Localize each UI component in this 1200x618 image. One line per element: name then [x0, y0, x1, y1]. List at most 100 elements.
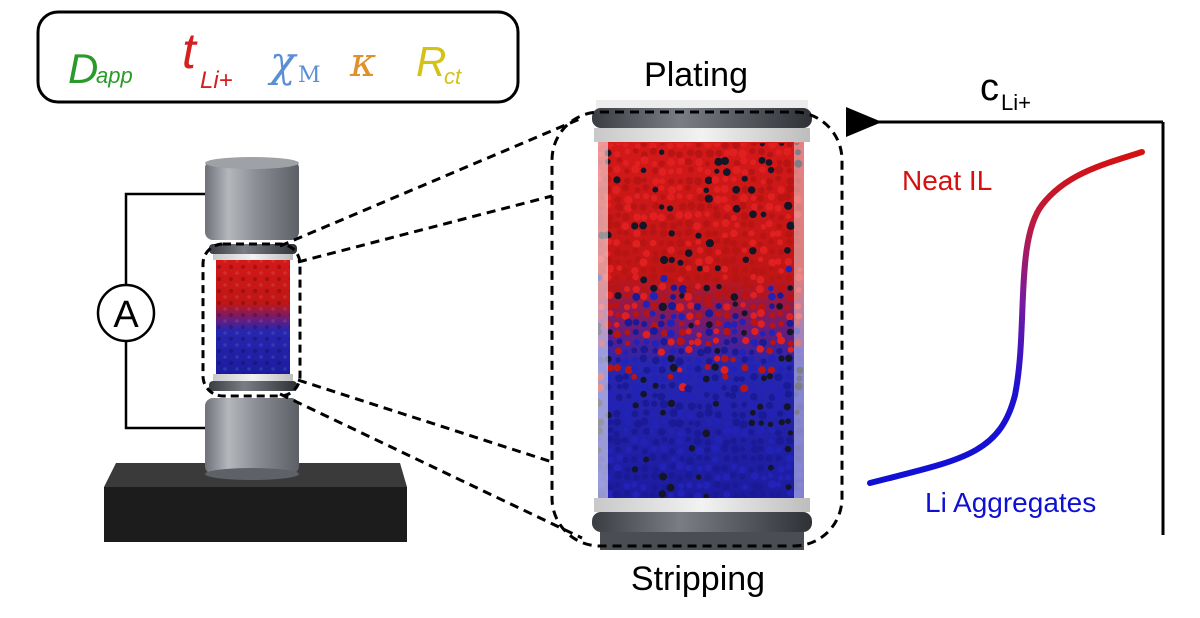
zoom-connector-lines — [279, 116, 583, 540]
ion-particle — [676, 475, 683, 483]
ion-particle — [633, 419, 643, 428]
ion-particle — [639, 258, 648, 267]
ion-particle — [730, 293, 739, 301]
ion-particle — [721, 285, 729, 294]
ion-particle — [712, 393, 720, 401]
property-legend: D app t Li+ χ M κ R ct — [36, 10, 520, 104]
ion-particle — [768, 285, 774, 292]
ion-particle — [624, 148, 631, 155]
ion-particle — [686, 481, 693, 489]
ion-particle — [687, 402, 696, 411]
ion-particle — [712, 456, 719, 463]
ion-particle — [616, 265, 622, 271]
ion-particle — [687, 201, 696, 211]
ion-particle — [614, 470, 623, 480]
ion-particle — [631, 165, 640, 174]
ion-particle — [622, 382, 629, 390]
ion-particle — [642, 193, 650, 200]
ion-particle — [795, 347, 802, 354]
ion-particle — [741, 329, 747, 336]
ion-particle — [639, 203, 647, 211]
ion-particle — [759, 490, 766, 498]
ion-particle — [714, 291, 723, 300]
ion-particle — [767, 151, 774, 158]
ion-particle — [667, 149, 676, 157]
ion-particle — [705, 230, 712, 238]
ion-particle — [667, 338, 675, 346]
ion-particle — [720, 366, 729, 374]
ion-particle — [731, 266, 740, 274]
ion-particle — [614, 402, 623, 410]
ion-particle — [721, 143, 729, 149]
ion-particle — [660, 229, 668, 238]
ion-particle — [685, 177, 694, 185]
ion-particle — [632, 319, 640, 326]
ion-particle — [624, 329, 631, 336]
ion-particle — [607, 143, 614, 148]
ion-particle — [606, 448, 613, 455]
ion-particle — [667, 277, 674, 284]
ion-particle — [705, 309, 714, 318]
ion-particle — [766, 401, 774, 410]
ion-particle — [766, 347, 773, 355]
ion-particle — [667, 213, 675, 221]
ion-particle — [795, 462, 803, 470]
ion-particle — [696, 474, 702, 480]
ion-particle — [793, 248, 802, 256]
ion-particle — [777, 475, 784, 481]
ion-particle — [659, 143, 666, 146]
ion-particle — [623, 473, 631, 480]
ion-particle — [702, 481, 711, 489]
ion-particle — [616, 338, 623, 345]
bottom-electrode — [205, 398, 299, 480]
ion-particle — [776, 332, 783, 338]
ion-particle — [641, 286, 648, 293]
ion-particle — [685, 427, 692, 434]
ion-particle — [784, 201, 793, 210]
ion-particle — [651, 472, 660, 480]
ion-particle — [733, 160, 741, 167]
ion-particle — [677, 429, 686, 438]
ion-particle — [651, 340, 659, 348]
ion-particle — [697, 465, 703, 472]
ion-particle — [785, 354, 793, 362]
ion-particle — [668, 168, 674, 175]
ion-particle — [679, 293, 685, 299]
ion-particle — [741, 175, 748, 182]
legend-symbol-main: t — [182, 23, 198, 79]
ion-particle — [642, 184, 650, 191]
ion-particle — [777, 186, 785, 194]
ion-particle — [794, 159, 803, 168]
ion-particle — [695, 158, 703, 167]
ion-particle — [751, 445, 759, 454]
ion-particle — [696, 265, 703, 272]
ion-particle — [712, 276, 721, 284]
ion-particle — [668, 438, 675, 445]
ion-particle — [778, 268, 784, 274]
ion-particle — [713, 481, 722, 489]
ion-particle — [777, 239, 783, 246]
ion-particle — [694, 357, 702, 365]
ion-particle — [694, 294, 702, 302]
ion-particle — [631, 373, 638, 380]
ion-particle — [613, 284, 622, 292]
ion-particle — [795, 177, 802, 185]
ion-particle — [722, 175, 729, 183]
ion-particle — [695, 258, 703, 266]
ion-particle — [651, 302, 658, 310]
ion-particle — [612, 185, 621, 195]
ion-particle — [765, 202, 774, 211]
ion-particle — [720, 354, 729, 363]
ion-particle — [757, 438, 764, 445]
ion-particle — [632, 356, 639, 363]
ion-particle — [713, 210, 722, 219]
ion-particle — [661, 330, 668, 337]
ion-particle — [667, 329, 675, 338]
ion-particle — [640, 438, 648, 447]
ion-particle — [748, 419, 756, 427]
ion-particle — [706, 419, 713, 426]
ion-particle — [776, 310, 784, 317]
ion-particle — [675, 143, 684, 149]
ion-particle — [640, 417, 649, 426]
ion-particle — [643, 250, 650, 257]
